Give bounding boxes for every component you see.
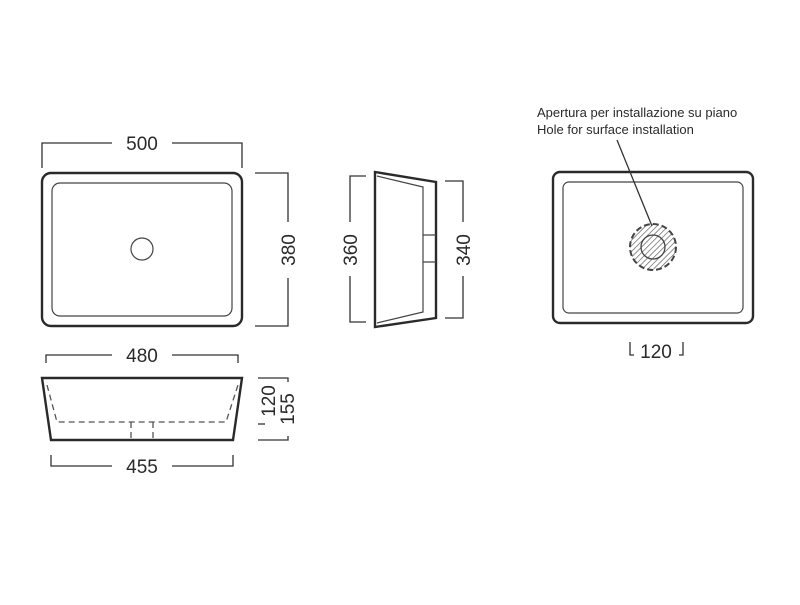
dimension-outer-side: 360 <box>341 175 366 323</box>
install-note-italian: Apertura per installazione su piano <box>537 105 737 120</box>
top-view: 500 380 <box>40 134 300 328</box>
install-note-english: Hole for surface installation <box>537 122 694 137</box>
install-hole-hatched <box>629 223 677 271</box>
basin-inner-hidden-line <box>46 384 239 423</box>
install-view: Apertura per installazione su piano Hole… <box>537 105 755 363</box>
dimension-inner-side-label: 340 <box>454 234 475 266</box>
side-view: 360 340 <box>341 170 475 329</box>
dimension-hole-label: 120 <box>640 342 672 363</box>
basin-front-profile <box>40 376 244 442</box>
dimension-bottom-width: 455 <box>50 455 234 478</box>
basin-inner-outline <box>51 182 233 317</box>
dimension-heights: 120 155 <box>258 377 299 441</box>
dimension-height-label: 155 <box>278 393 299 425</box>
dimension-depth: 380 <box>255 172 300 327</box>
drain-icon <box>130 237 154 261</box>
leader-line <box>616 139 653 227</box>
dimension-top-width-label: 480 <box>126 346 158 367</box>
dimension-inner-height-label: 120 <box>259 385 280 417</box>
dimension-hole: 120 <box>629 342 684 363</box>
front-view: 480 455 120 155 <box>40 346 299 478</box>
install-hole-inner <box>640 234 666 260</box>
dimension-width-label: 500 <box>126 134 158 155</box>
countertop-inner-outline <box>562 181 744 314</box>
dimension-width: 500 <box>41 134 243 168</box>
dimension-outer-side-label: 360 <box>341 234 362 266</box>
dimension-inner-side: 340 <box>445 180 475 319</box>
dimension-bottom-width-label: 455 <box>126 457 158 478</box>
basin-outer-outline <box>40 171 244 328</box>
basin-side-profile <box>373 170 438 329</box>
countertop-outer-outline <box>551 170 755 325</box>
dimension-depth-label: 380 <box>279 234 300 266</box>
dimension-top-width: 480 <box>45 346 239 367</box>
